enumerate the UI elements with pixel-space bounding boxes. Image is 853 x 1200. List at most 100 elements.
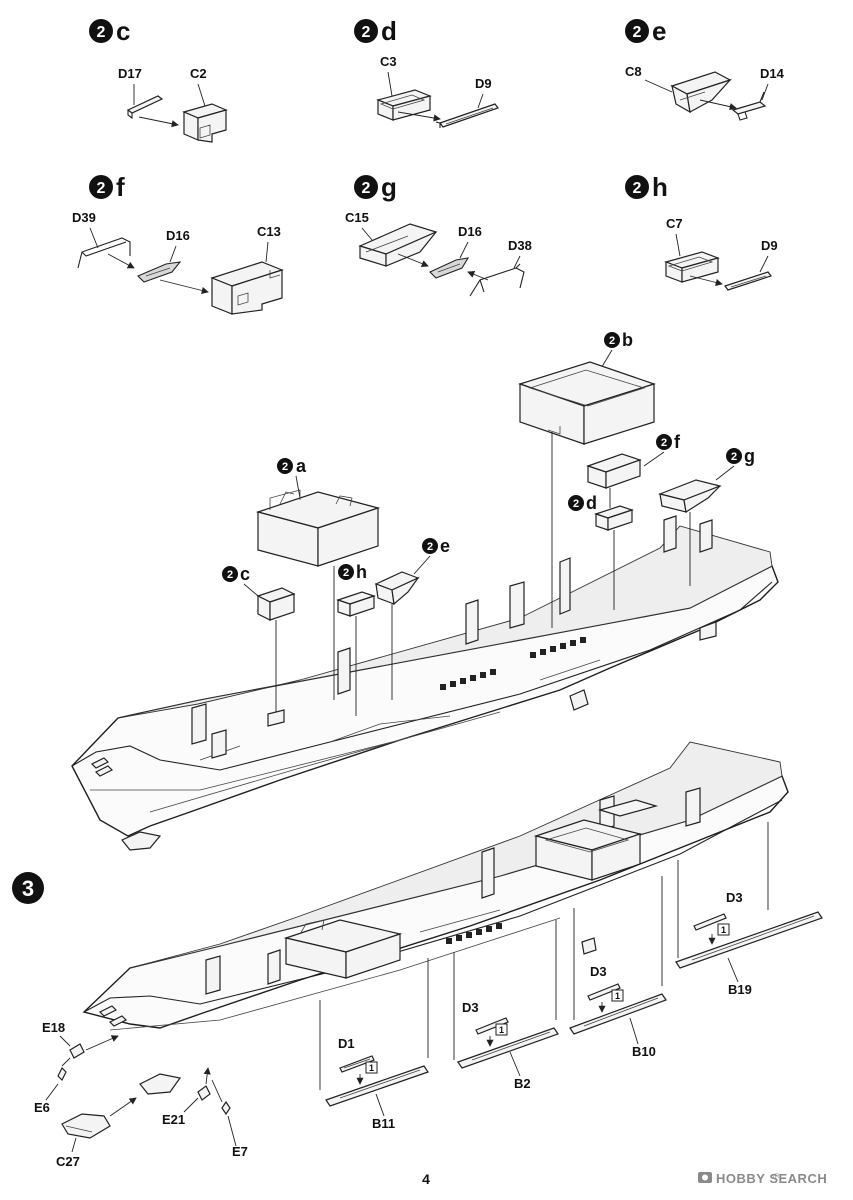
- part-d39: [77, 237, 131, 269]
- part-label-d1: D1: [338, 1036, 355, 1051]
- svg-text:2: 2: [427, 541, 433, 553]
- page-number: 4: [422, 1171, 430, 1187]
- boxed-number: 1: [365, 1061, 378, 1074]
- part-label-e18: E18: [42, 1020, 65, 1035]
- svg-text:1: 1: [615, 991, 620, 1001]
- substep-2g: 2 g C15 D16 D38: [345, 172, 532, 297]
- part-c13: [210, 261, 284, 315]
- part-label-b10: B10: [632, 1044, 656, 1059]
- svg-text:2: 2: [343, 567, 349, 579]
- svg-text:2: 2: [609, 335, 615, 347]
- part-b2: [457, 1027, 559, 1069]
- part-label-b19: B19: [728, 982, 752, 997]
- part-label-c3: C3: [380, 54, 397, 69]
- part-label-c27: C27: [56, 1154, 80, 1169]
- boxed-number: 1: [495, 1023, 508, 1036]
- camera-logo-icon: [698, 1172, 712, 1183]
- part-label-b2: B2: [514, 1076, 531, 1091]
- part-label-b11: B11: [372, 1116, 395, 1131]
- step-circle-number: 2: [633, 24, 642, 41]
- part-d17: [126, 95, 164, 120]
- part-e7: [221, 1100, 231, 1116]
- part-label-e21: E21: [162, 1112, 185, 1127]
- substep-letter: d: [381, 16, 397, 46]
- part-label-d3-c: D3: [726, 890, 743, 905]
- upper-hull-assembly: [71, 515, 779, 851]
- part-e18: [69, 1043, 85, 1059]
- part-d3-c: [693, 913, 727, 931]
- part-d3-a: [475, 1017, 509, 1035]
- step-circle-icon: [726, 448, 742, 464]
- part-label-c7: C7: [666, 216, 683, 231]
- substep-2c: 2 c D17 C2: [89, 16, 228, 143]
- callout-letter: g: [744, 446, 755, 466]
- step-circle-number: 2: [97, 180, 106, 197]
- callout-2h: 2 h: [336, 562, 376, 716]
- callout-letter: f: [674, 432, 681, 452]
- step-circle-icon: [354, 19, 378, 43]
- callout-2d: 2 d: [568, 493, 634, 610]
- part-label-d3-a: D3: [462, 1000, 479, 1015]
- substep-letter: g: [381, 172, 397, 202]
- part-d38: [469, 263, 525, 297]
- part-e21: [197, 1085, 211, 1101]
- substep-2h: 2 h C7 D9: [625, 172, 778, 291]
- cabin-block-2f: [586, 453, 642, 489]
- callout-letter: e: [440, 536, 450, 556]
- callout-2b: 2 b: [518, 330, 656, 628]
- part-b19: [675, 911, 823, 969]
- cabin-block-2b: [518, 361, 656, 445]
- part-label-d16: D16: [166, 228, 190, 243]
- step-circle-icon: [89, 175, 113, 199]
- watermark: HOBBY SEARCH (R): [698, 1171, 827, 1186]
- step-circle-icon: [656, 434, 672, 450]
- watermark-text: HOBBY SEARCH: [716, 1171, 827, 1186]
- part-d14: [731, 91, 767, 121]
- step-circle-number: 2: [362, 24, 371, 41]
- part-c3: [376, 89, 432, 121]
- cabin-block-2a: [255, 489, 381, 567]
- step-circle-icon: [354, 175, 378, 199]
- window-row: [446, 923, 502, 944]
- part-c15: [358, 223, 438, 267]
- step-circle-icon: [604, 332, 620, 348]
- step-circle-icon: [222, 566, 238, 582]
- svg-text:1: 1: [499, 1025, 504, 1035]
- part-d1: [339, 1055, 375, 1073]
- part-d16: [137, 261, 182, 283]
- substep-letter: c: [116, 16, 130, 46]
- boxed-number: 1: [717, 923, 730, 936]
- part-label-d14: D14: [760, 66, 785, 81]
- part-label-c2: C2: [190, 66, 207, 81]
- part-e6: [57, 1066, 67, 1082]
- callout-letter: c: [240, 564, 250, 584]
- window-row: [440, 637, 586, 690]
- step-number: 3: [22, 876, 34, 901]
- svg-text:2: 2: [227, 569, 233, 581]
- substep-2d: 2 d C3 D9: [354, 16, 499, 128]
- boxed-number: 1: [611, 989, 624, 1002]
- part-label-d16: D16: [458, 224, 482, 239]
- cabin-block-2d: [594, 505, 634, 531]
- step-circle-number: 2: [97, 24, 106, 41]
- step-circle-icon: [12, 872, 44, 904]
- part-c7: [664, 251, 720, 283]
- part-label-c13: C13: [257, 224, 281, 239]
- callout-2a: 2 a: [255, 456, 381, 700]
- cabin-block-2c: [256, 587, 296, 621]
- callout-2e: 2 e: [374, 536, 450, 700]
- substep-letter: e: [652, 16, 666, 46]
- part-d3-b: [587, 983, 621, 1001]
- callout-2g: 2 g: [658, 446, 755, 586]
- part-d16: [429, 257, 470, 279]
- part-label-d38: D38: [508, 238, 532, 253]
- callout-letter: d: [586, 493, 597, 513]
- part-c27: [61, 1113, 111, 1139]
- callout-2c: 2 c: [222, 564, 296, 727]
- svg-text:2: 2: [661, 437, 667, 449]
- step-circle-number: 2: [633, 180, 642, 197]
- svg-text:1: 1: [369, 1063, 374, 1073]
- step-3: 3: [12, 741, 823, 1169]
- part-label-c8: C8: [625, 64, 642, 79]
